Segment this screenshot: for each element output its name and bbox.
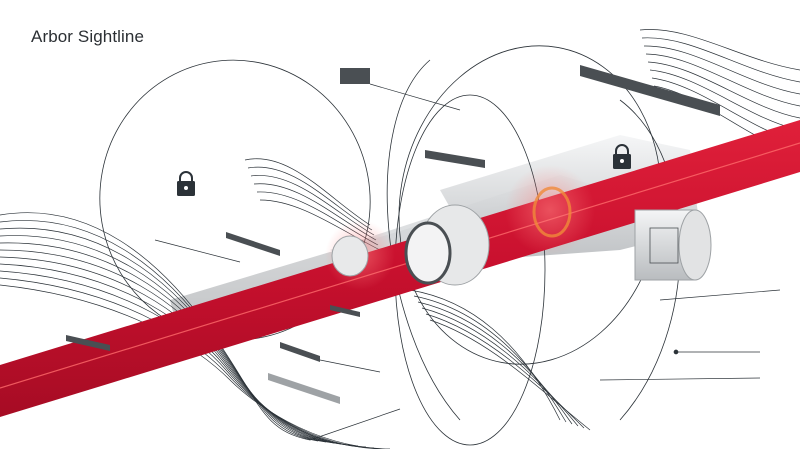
padlock-icon xyxy=(177,171,195,196)
leader-lines xyxy=(154,83,781,441)
padlock-icon xyxy=(613,144,631,169)
beam-ring-small xyxy=(331,235,369,277)
beam-ring-orange xyxy=(532,186,572,238)
cylinder-housing xyxy=(634,209,712,281)
beam-ring-large xyxy=(404,204,490,286)
brand-title: Arbor Sightline xyxy=(31,27,145,46)
floating-bars xyxy=(66,65,720,404)
